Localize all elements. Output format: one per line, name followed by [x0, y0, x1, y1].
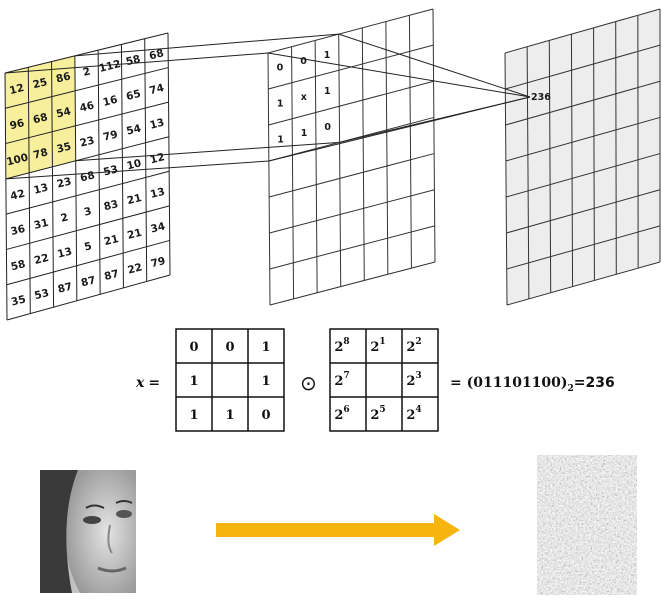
- input-pixel-value: 22: [126, 261, 143, 276]
- weight-power: 21: [370, 337, 385, 355]
- input-pixel-value: 35: [10, 293, 27, 308]
- input-pixel-value: 36: [9, 223, 26, 238]
- weight-power: 28: [334, 337, 349, 355]
- input-pixel-value: 83: [103, 198, 120, 213]
- equation-result: = (011101100)2=236: [450, 375, 615, 394]
- input-pixel-value: 13: [56, 246, 73, 261]
- input-pixel-value: 68: [79, 169, 96, 184]
- input-pixel-value: 21: [126, 192, 143, 207]
- input-pixel-value: 5: [83, 240, 93, 253]
- input-pixel-value: 22: [33, 252, 50, 267]
- binary-value: 0: [300, 56, 307, 67]
- input-pixel-value: 34: [149, 220, 166, 235]
- binary-cell: 1: [261, 340, 270, 355]
- binary-cell: 1: [189, 374, 198, 389]
- output-value: 236: [531, 92, 551, 103]
- binary-value: 1: [324, 86, 331, 97]
- input-pixel-value: 79: [102, 129, 119, 144]
- transform-arrow: [216, 514, 460, 546]
- binary-value: 1: [301, 128, 308, 139]
- binary-cell: 0: [189, 340, 198, 355]
- binary-cell: 1: [261, 374, 270, 389]
- binary-matrix: 0 0 1 1 1 1 1 0: [176, 329, 284, 431]
- equation-lhs: x=: [135, 375, 160, 391]
- input-pixel-value: 58: [125, 53, 142, 68]
- input-pixel-value: 87: [103, 268, 120, 283]
- binary-cell: 1: [189, 408, 198, 423]
- binary-value: x: [301, 92, 307, 103]
- weight-power: 26: [334, 405, 349, 423]
- input-pixel-value: 23: [79, 134, 96, 149]
- input-pixel-value: 65: [125, 88, 142, 103]
- output-lbp-image: [537, 455, 637, 595]
- binary-cell: 0: [261, 408, 270, 423]
- input-pixel-value: 58: [10, 258, 27, 273]
- weight-power: 27: [334, 371, 349, 389]
- input-face-image: [40, 470, 136, 593]
- weight-power: 24: [406, 405, 421, 423]
- input-pixel-value: 13: [32, 182, 49, 197]
- input-pixel-value: 12: [149, 151, 166, 166]
- weight-matrix: 28 21 22 27 23 26 25 24: [330, 329, 438, 431]
- input-pixel-value: 42: [9, 188, 26, 203]
- hadamard-operator: ⊙: [300, 371, 317, 395]
- input-pixel-value: 2: [60, 211, 70, 224]
- weight-power: 22: [406, 337, 421, 355]
- input-pixel-value: 21: [103, 233, 120, 248]
- weight-power: 25: [370, 405, 385, 423]
- binary-value: 0: [324, 122, 331, 133]
- input-pixel-value: 3: [83, 205, 93, 218]
- binary-value: 1: [324, 50, 331, 61]
- input-pixel-value: 112: [98, 58, 122, 75]
- input-pixel-value: 16: [102, 94, 119, 109]
- binary-threshold-grid: 0 0 1 1 x 1 1 1 0: [268, 9, 435, 305]
- input-pixel-value: 23: [56, 175, 73, 190]
- equation: x= 0 0 1 1 1 1 1 0 ⊙ 28 21 22 27 23 26 25 24 = (011101…: [135, 329, 615, 431]
- input-pixel-value: 13: [149, 186, 166, 201]
- input-pixel-value: 13: [149, 117, 166, 132]
- input-pixel-value: 74: [148, 82, 165, 97]
- weight-power: 23: [406, 371, 421, 389]
- input-pixel-value: 87: [80, 274, 97, 289]
- input-pixel-value: 46: [78, 100, 95, 115]
- input-pixel-value: 31: [33, 217, 50, 232]
- binary-value: 1: [277, 98, 284, 109]
- binary-value: 0: [277, 62, 284, 73]
- input-pixel-value: 79: [150, 255, 167, 270]
- output-lbp-grid: 236: [505, 9, 660, 305]
- binary-cell: 0: [225, 340, 234, 355]
- input-pixel-value: 54: [125, 123, 142, 138]
- input-pixel-value: 21: [126, 227, 143, 242]
- binary-cell: 1: [225, 408, 234, 423]
- binary-value: 1: [277, 134, 284, 145]
- input-pixel-value: 87: [57, 281, 74, 296]
- input-pixel-value: 53: [33, 287, 50, 302]
